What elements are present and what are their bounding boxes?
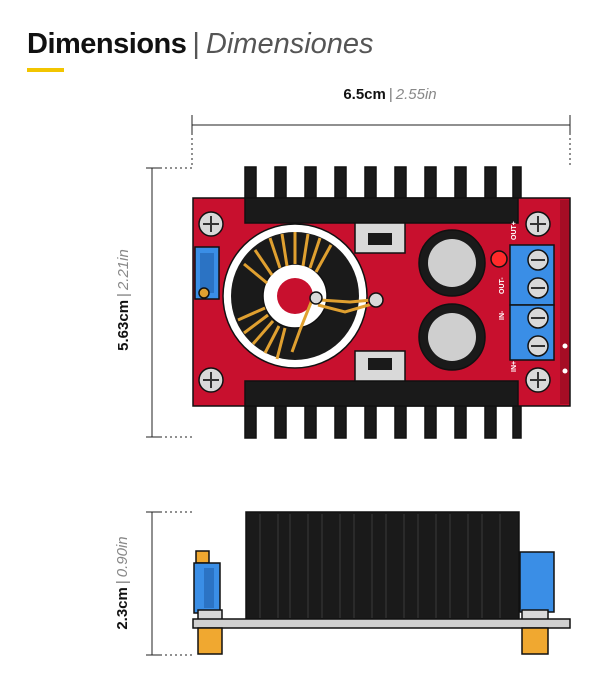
standoff-right: [521, 627, 549, 655]
terminal-label-in-plus: IN+: [511, 361, 518, 372]
heatsink-side-ridges: [259, 514, 501, 618]
terminal-label-in-minus: IN-: [499, 310, 506, 320]
power-led-icon: [490, 250, 508, 268]
terminal-labels: OUT+ OUT- IN- IN+: [499, 221, 518, 372]
width-imperial: 2.55in: [395, 86, 437, 103]
title-separator: |: [192, 28, 200, 60]
heatsink-side: [245, 511, 520, 621]
title-english: Dimensions: [27, 28, 187, 60]
terminal-screw-slots: [531, 259, 545, 347]
top-view: [192, 166, 571, 439]
width-dimension-label: 6.5cm|2.55in: [320, 86, 460, 103]
terminal-block-side: [519, 551, 555, 613]
width-metric: 6.5cm: [343, 86, 386, 103]
page-title: Dimensions|Dimensiones: [27, 26, 374, 62]
terminal-screw-icons: [527, 249, 549, 357]
pcb-edge: [560, 200, 569, 404]
inductor-pad: [368, 292, 384, 308]
potentiometer-knob-side: [195, 550, 210, 564]
screw-crosses: [203, 216, 546, 388]
inductor-lead: [309, 291, 323, 305]
title-spanish: Dimensiones: [205, 28, 374, 60]
dimension-lines: [146, 115, 571, 656]
terminal-label-out-plus: OUT+: [511, 221, 518, 240]
toroid-windings: [237, 232, 373, 360]
side-view: [192, 511, 571, 655]
potentiometer-screw-icon: [198, 287, 210, 299]
width-separator: |: [388, 86, 393, 103]
heatsink-bar-top: [244, 197, 519, 224]
standoff-left: [197, 627, 223, 655]
title-underline-accent: [27, 68, 64, 72]
pcb-side: [192, 618, 571, 629]
heatsink-bar-bottom: [244, 380, 519, 407]
terminal-label-out-minus: OUT-: [499, 277, 506, 294]
heatsink-fins-top: [244, 166, 522, 208]
